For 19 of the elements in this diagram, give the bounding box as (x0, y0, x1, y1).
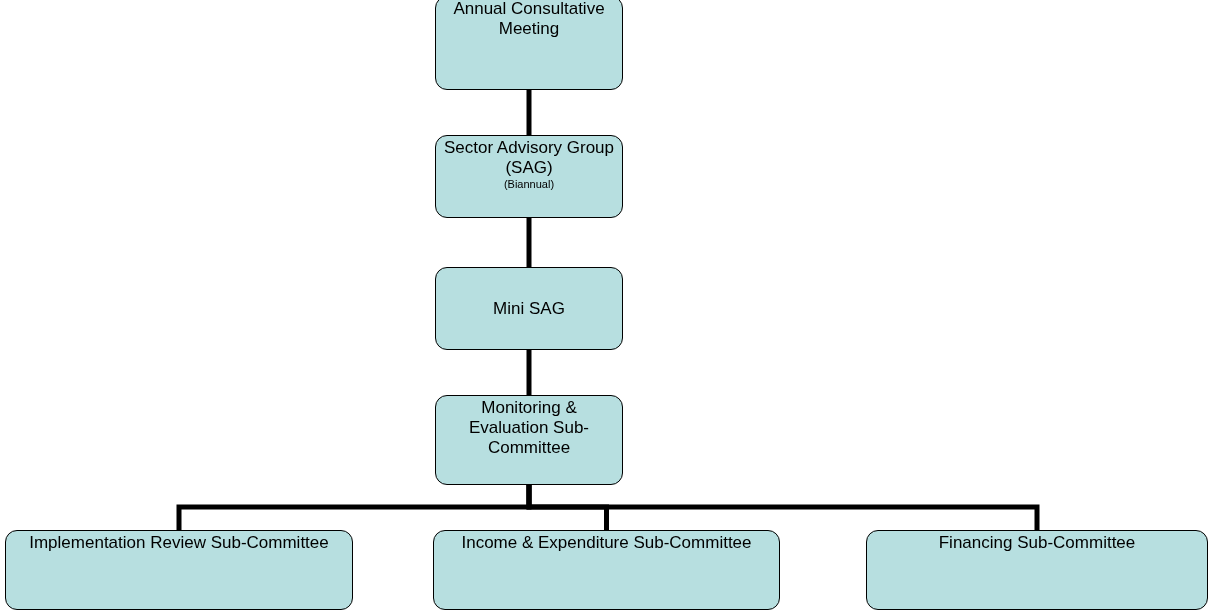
committee-box (433, 530, 780, 610)
committee-box (435, 0, 623, 90)
box-title: Mini SAG (493, 298, 565, 319)
box-title: Annual Consultative Meeting (452, 0, 606, 39)
committee-box (435, 135, 623, 218)
box-title: Implementation Review Sub-Committee (29, 533, 329, 553)
connector-line (526, 350, 532, 395)
box-note: (Biannual) (503, 178, 555, 191)
connector-line (526, 218, 532, 267)
committee-box (435, 395, 623, 485)
connector-line (526, 90, 532, 135)
box-title: Monitoring & Evaluation Sub-Committee (468, 398, 590, 458)
committee-box (5, 530, 353, 610)
committee-box (435, 267, 623, 350)
box-title: Income & Expenditure Sub-Committee (461, 533, 752, 553)
box-title: Sector Advisory Group (SAG) (442, 138, 616, 178)
box-title: Financing Sub-Committee (938, 533, 1136, 553)
committee-box (866, 530, 1208, 610)
connector-line (526, 485, 1040, 530)
